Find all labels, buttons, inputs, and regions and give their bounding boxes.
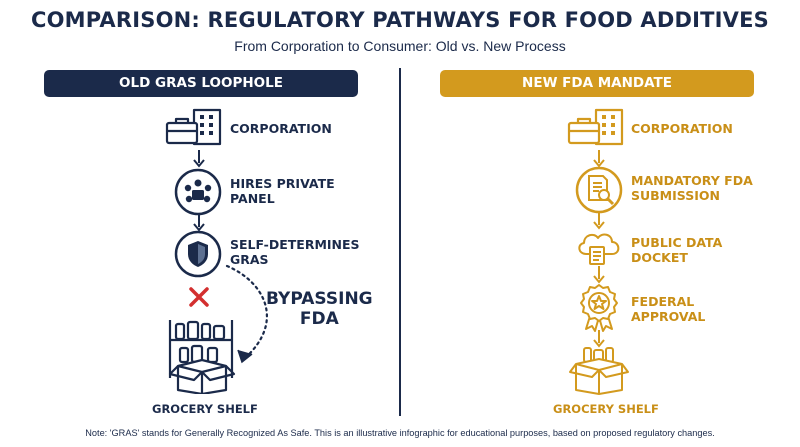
center-divider: [399, 68, 401, 416]
new-step-submission-label-2: SUBMISSION: [631, 188, 720, 203]
private-panel-meeting-icon: [174, 168, 222, 216]
bypass-dotted-arrow: [225, 264, 268, 364]
page-subtitle: From Corporation to Consumer: Old vs. Ne…: [234, 38, 566, 54]
flow-arrow-icon: [593, 266, 605, 284]
grocery-box-icon: [569, 347, 629, 395]
new-step-docket-label-2: DOCKET: [631, 250, 688, 265]
new-step-approval-label-1: FEDERAL: [631, 294, 695, 309]
old-step-gras-label-1: SELF-DETERMINES: [230, 237, 360, 252]
flow-arrow-icon: [593, 212, 605, 230]
flow-arrow-icon: [593, 330, 605, 348]
approval-seal-icon: [580, 284, 618, 332]
shield-icon: [174, 230, 222, 278]
new-end-label: GROCERY SHELF: [553, 402, 659, 416]
page-title: COMPARISON: REGULATORY PATHWAYS FOR FOOD…: [31, 8, 769, 32]
red-x-icon: [189, 287, 209, 307]
document-magnifier-icon: [575, 166, 623, 214]
flow-arrow-icon: [193, 214, 205, 232]
bypass-line-1: BYPASSING: [266, 289, 373, 309]
new-step-approval-label-2: APPROVAL: [631, 309, 706, 324]
old-step-gras-label-2: GRAS: [230, 252, 269, 267]
flow-arrow-icon: [193, 150, 205, 168]
new-panel-banner: NEW FDA MANDATE: [440, 70, 754, 97]
grocery-shelf-box-icon: [168, 320, 236, 394]
building-briefcase-icon: [165, 108, 222, 146]
flow-arrow-icon: [593, 150, 605, 168]
bypassing-fda-label: BYPASSING FDA: [266, 289, 373, 329]
old-panel-banner: OLD GRAS LOOPHOLE: [44, 70, 358, 97]
cloud-data-icon: [578, 233, 620, 265]
building-briefcase-icon: [567, 108, 624, 146]
new-step-corporation-label: CORPORATION: [631, 121, 733, 136]
bypass-line-2: FDA: [299, 309, 339, 329]
footnote: Note: 'GRAS' stands for Generally Recogn…: [85, 428, 715, 438]
old-step-panel-label-2: PANEL: [230, 191, 275, 206]
old-step-panel-label-1: HIRES PRIVATE: [230, 176, 335, 191]
new-step-docket-label-1: PUBLIC DATA: [631, 235, 723, 250]
new-step-submission-label-1: MANDATORY FDA: [631, 173, 753, 188]
old-end-label: GROCERY SHELF: [152, 402, 258, 416]
old-step-corporation-label: CORPORATION: [230, 121, 332, 136]
